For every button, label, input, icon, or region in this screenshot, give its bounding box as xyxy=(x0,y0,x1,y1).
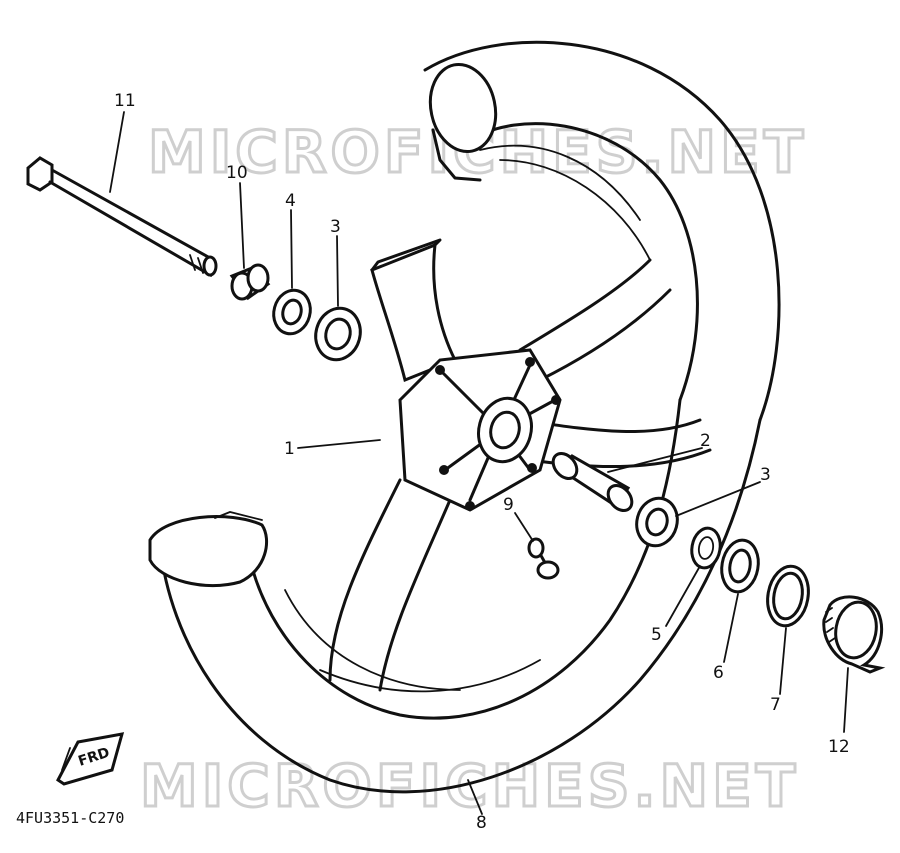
callout-4: 4 xyxy=(285,191,296,211)
callout-6: 6 xyxy=(713,663,724,683)
watermark-bottom: MICROFICHES.NET xyxy=(140,752,799,820)
collar xyxy=(229,263,271,301)
valve xyxy=(527,537,560,580)
rim-section-lower xyxy=(148,515,269,588)
spacer xyxy=(551,451,634,513)
bearing-right xyxy=(635,496,679,548)
callout-5: 5 xyxy=(651,625,662,645)
callout-1: 1 xyxy=(284,439,295,459)
bearing-left xyxy=(314,306,362,362)
front-direction-badge: FRD xyxy=(56,732,125,786)
clutch-retainer xyxy=(690,526,722,570)
rim-section-upper xyxy=(428,62,498,154)
oil-seal-left xyxy=(272,288,312,336)
callout-2: 2 xyxy=(700,431,711,451)
callout-8: 8 xyxy=(476,813,487,833)
leader-lines xyxy=(109,111,849,815)
callout-9: 9 xyxy=(503,495,514,515)
oil-seal-right xyxy=(766,564,810,628)
meter-gear-unit xyxy=(822,595,886,674)
callout-3-right: 3 xyxy=(760,465,771,485)
diagram-reference-code: 4FU3351-C270 xyxy=(16,809,124,827)
callout-11: 11 xyxy=(114,91,136,111)
wheel-hub-spokes xyxy=(328,238,712,692)
callout-12: 12 xyxy=(828,737,850,757)
axle-shaft xyxy=(26,156,218,277)
callout-labels: 11 10 4 3 1 2 3 9 5 6 7 12 8 xyxy=(114,91,850,833)
meter-clutch xyxy=(720,538,760,594)
callout-7: 7 xyxy=(770,695,781,715)
callout-3-top: 3 xyxy=(330,217,341,237)
callout-10: 10 xyxy=(226,163,248,183)
